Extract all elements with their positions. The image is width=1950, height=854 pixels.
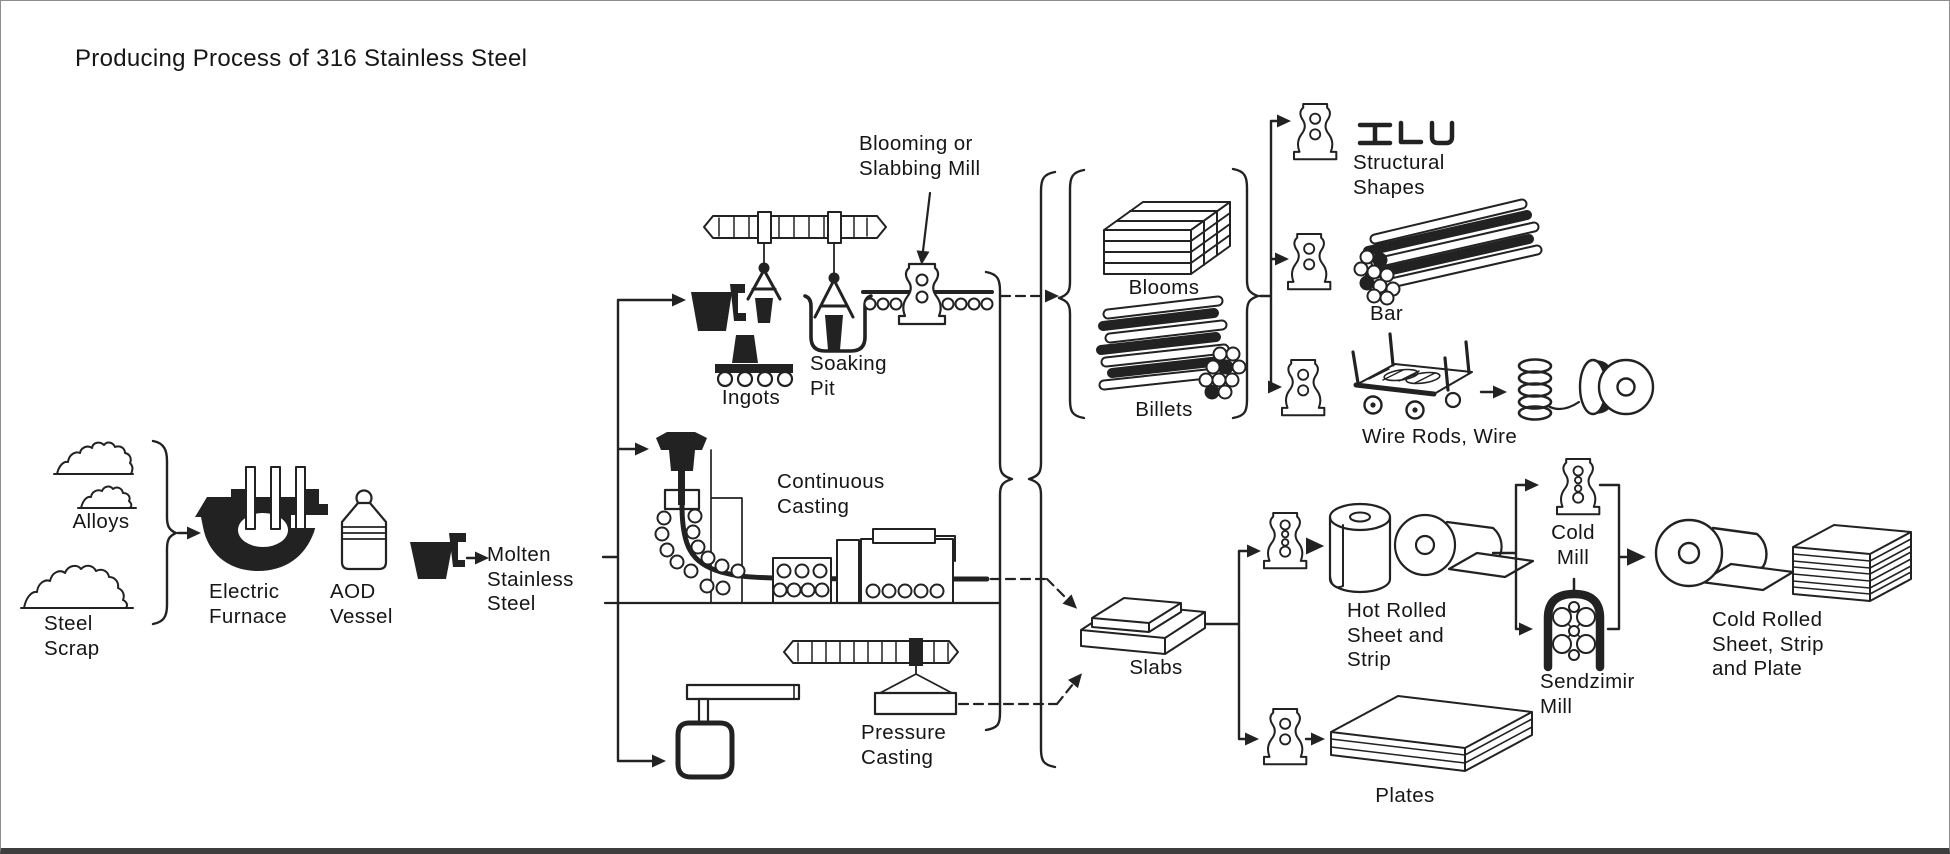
ingot-ladle-icon <box>691 284 746 331</box>
blooms-billets-open-brace <box>1057 168 1086 420</box>
wire-spool-icon <box>1546 358 1655 416</box>
label-slabs: Slabs <box>1129 656 1183 679</box>
pressure-casting-machine <box>675 638 959 780</box>
ladle-icon <box>410 533 490 579</box>
billets-icon <box>1096 295 1247 400</box>
structural-shape-glyphs <box>1357 120 1455 146</box>
bar-icon <box>1353 198 1543 306</box>
raw-materials-brace <box>151 439 202 626</box>
crane-grab-icon <box>746 262 782 323</box>
label-continuous-casting: Continuous Casting <box>777 470 885 518</box>
label-plates: Plates <box>1375 784 1435 807</box>
continuous-casting-machine <box>603 432 1001 605</box>
label-aod-vessel: AOD Vessel <box>330 580 393 628</box>
cold-mill-stand-icon <box>1555 457 1601 516</box>
hot-rolled-coil-icons <box>1328 502 1535 594</box>
ingot-buggy-icon <box>715 335 794 388</box>
cold-output-bracket <box>1598 483 1648 631</box>
sheet-stack-icon <box>1792 524 1912 602</box>
label-ingots: Ingots <box>721 386 781 409</box>
semis-distribute-brace <box>1027 170 1057 769</box>
blooming-mill-stand-icon <box>897 191 947 326</box>
ingot-route-crane <box>703 211 887 274</box>
mill-stand-plate-icon <box>1262 707 1326 766</box>
mill-stand-wire-icon <box>1280 358 1326 417</box>
label-sendzimir-mill: Sendzimir Mill <box>1540 670 1635 718</box>
shape-route-lines <box>1258 113 1292 395</box>
page-title: Producing Process of 316 Stainless Steel <box>75 45 528 72</box>
electric-furnace-icon <box>195 466 329 571</box>
label-pressure-casting: Pressure Casting <box>861 721 947 769</box>
wire-route-arrow <box>1479 384 1508 400</box>
dashed-flow-blooming-to-semis <box>999 288 1060 304</box>
cold-rolled-coil-icon <box>1654 518 1795 592</box>
label-molten-stainless-steel: Molten Stainless Steel <box>487 543 574 616</box>
slab-route-lines <box>1204 543 1262 747</box>
dashed-flow-pc-to-slabs <box>957 668 1088 706</box>
blooms-icon <box>1103 201 1231 275</box>
label-structural-shapes: Structural Shapes <box>1353 151 1445 199</box>
wire-coil-icon <box>1517 358 1553 421</box>
soaking-pit-icon <box>803 272 873 353</box>
label-steel-scrap: Steel Scrap <box>44 612 100 660</box>
main-flow-lines <box>601 292 687 769</box>
label-wire-rods-wire: Wire Rods, Wire <box>1362 425 1518 448</box>
aod-vessel-icon <box>340 489 388 571</box>
mill-stand-bar-icon <box>1286 232 1332 291</box>
cold-route-lines <box>1491 477 1540 637</box>
label-alloys: Alloys <box>72 510 130 533</box>
dashed-flow-cc-to-slabs <box>989 577 1083 615</box>
wire-rod-cart-icon <box>1351 332 1473 420</box>
casting-gather-brace <box>984 270 1014 732</box>
sendzimir-mill-icon <box>1543 577 1605 672</box>
label-cold-mill: Cold Mill <box>1551 521 1595 569</box>
plates-icon <box>1330 695 1533 772</box>
label-blooming-slabbing-mill: Blooming or Slabbing Mill <box>859 132 981 180</box>
label-bar: Bar <box>1370 302 1404 325</box>
label-cold-rolled: Cold Rolled Sheet, Strip and Plate <box>1712 608 1824 681</box>
label-electric-furnace: Electric Furnace <box>209 580 288 628</box>
label-blooms: Blooms <box>1128 276 1200 299</box>
slabs-icon <box>1080 597 1206 655</box>
label-hot-rolled: Hot Rolled Sheet and Strip <box>1347 599 1447 672</box>
label-soaking-pit: Soaking Pit <box>810 352 887 400</box>
blooms-billets-close-brace <box>1231 167 1260 420</box>
label-billets: Billets <box>1135 398 1193 421</box>
scrap-pile-icons <box>20 441 137 609</box>
mill-stand-hot-strip-icon <box>1262 511 1326 570</box>
mill-stand-structural-icon <box>1292 102 1338 161</box>
